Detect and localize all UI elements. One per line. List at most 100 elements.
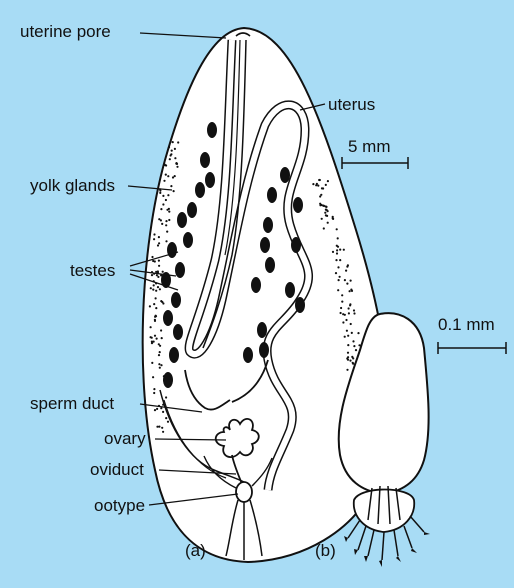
yolk-gland-dot (346, 283, 348, 285)
yolk-gland-dot (357, 332, 359, 334)
yolk-gland-dot (156, 274, 158, 276)
yolk-gland-dot (341, 301, 343, 303)
yolk-gland-dot (337, 266, 339, 268)
yolk-gland-dot (336, 249, 338, 251)
testis (257, 322, 267, 338)
yolk-gland-dot (169, 158, 171, 160)
yolk-gland-dot (327, 222, 329, 224)
hook-tips (344, 532, 430, 567)
yolk-gland-dot (168, 219, 170, 221)
yolk-gland-dot (321, 218, 323, 220)
yolk-gland-dot (174, 157, 176, 159)
label-uterine-pore: uterine pore (20, 22, 111, 42)
yolk-gland-dot (165, 174, 167, 176)
testis (169, 347, 179, 363)
yolk-gland-dot (158, 363, 160, 365)
yolk-gland-dot (327, 180, 329, 182)
yolk-gland-dot (155, 297, 157, 299)
yolk-gland-dot (158, 236, 160, 238)
yolk-gland-dot (158, 426, 160, 428)
yolk-gland-dot (150, 287, 152, 289)
testis (207, 122, 217, 138)
yolk-gland-dot (160, 329, 162, 331)
yolk-gland-dot (347, 344, 349, 346)
testis (293, 197, 303, 213)
yolk-gland-dot (346, 330, 348, 332)
yolk-gland-dot (315, 184, 317, 186)
yolk-gland-dot (338, 279, 340, 281)
yolk-gland-dot (312, 183, 314, 185)
yolk-gland-dot (163, 276, 165, 278)
yolk-gland-dot (152, 376, 154, 378)
yolk-gland-dot (325, 184, 327, 186)
yolk-gland-dot (153, 233, 155, 235)
yolk-gland-dot (339, 276, 341, 278)
yolk-gland-dot (168, 146, 170, 148)
yolk-gland-dot (156, 426, 158, 428)
yolk-gland-dot (336, 245, 338, 247)
yolk-gland-dot (325, 206, 327, 208)
yolk-gland-dot (170, 185, 172, 187)
yolk-gland-dot (166, 209, 168, 211)
yolk-gland-dot (177, 141, 179, 143)
label-panel-b: (b) (315, 541, 336, 561)
yolk-gland-dot (155, 290, 157, 292)
testis (183, 232, 193, 248)
yolk-gland-dot (174, 175, 176, 177)
yolk-gland-dot (342, 321, 344, 323)
yolk-gland-dot (166, 231, 168, 233)
ootype (236, 482, 252, 502)
testis (171, 292, 181, 308)
yolk-gland-dot (162, 271, 164, 273)
yolk-gland-dot (170, 154, 172, 156)
testis (200, 152, 210, 168)
yolk-gland-dot (175, 162, 177, 164)
yolk-gland-dot (325, 214, 327, 216)
yolk-gland-dot (348, 307, 350, 309)
yolk-gland-dot (351, 332, 353, 334)
yolk-gland-dot (165, 224, 167, 226)
yolk-gland-dot (339, 249, 341, 251)
yolk-gland-dot (163, 375, 165, 377)
yolk-gland-dot (154, 335, 156, 337)
hook-tip (344, 536, 348, 542)
yolk-gland-dot (326, 209, 328, 211)
yolk-gland-dot (151, 342, 153, 344)
yolk-gland-dot (165, 164, 167, 166)
yolk-gland-dot (319, 195, 321, 197)
yolk-gland-dot (344, 314, 346, 316)
hook-tip (364, 556, 368, 562)
yolk-gland-dot (345, 319, 347, 321)
yolk-gland-dot (332, 217, 334, 219)
yolk-gland-dot (344, 279, 346, 281)
yolk-gland-dot (352, 363, 354, 365)
hook-tip (396, 556, 401, 562)
yolk-gland-dot (353, 312, 355, 314)
testis (260, 237, 270, 253)
yolk-gland-dot (340, 307, 342, 309)
yolk-gland-dot (159, 351, 161, 353)
testis (163, 372, 173, 388)
yolk-gland-dot (153, 388, 155, 390)
yolk-gland-dot (155, 271, 157, 273)
hook-tip (411, 548, 417, 553)
hook-tip (379, 560, 382, 567)
yolk-gland-dot (337, 289, 339, 291)
yolk-gland-dot (317, 185, 319, 187)
label-sperm-duct: sperm duct (30, 394, 114, 414)
yolk-gland-dot (153, 303, 155, 305)
hook (348, 520, 360, 538)
yolk-gland-dot (157, 286, 159, 288)
yolk-gland-dot (161, 223, 163, 225)
testis (280, 167, 290, 183)
leader-uterine-pore (140, 33, 226, 38)
label-ootype: ootype (94, 496, 145, 516)
yolk-gland-dot (350, 280, 352, 282)
yolk-gland-dot (165, 240, 167, 242)
testis (177, 212, 187, 228)
yolk-gland-dot (349, 360, 351, 362)
yolk-gland-dot (154, 409, 156, 411)
label-ovary: ovary (104, 429, 146, 449)
